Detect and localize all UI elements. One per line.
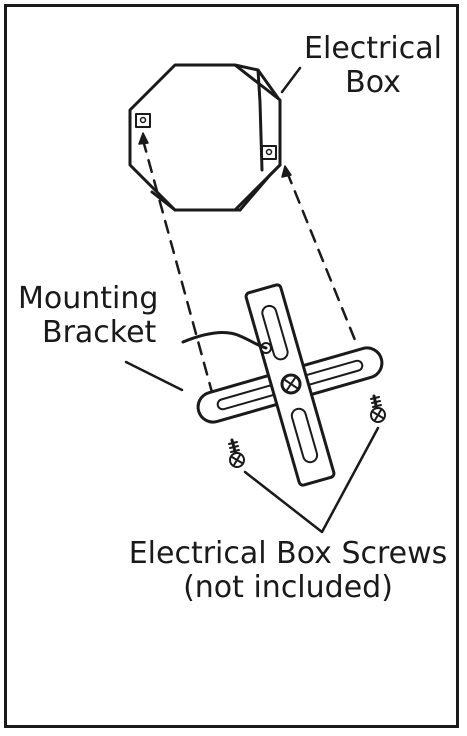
electrical-box <box>128 63 282 212</box>
ground-wire <box>181 330 268 350</box>
mounting-bracket-label: Mounting Bracket <box>18 282 183 350</box>
mounting-bracket-label-line1: Mounting <box>18 281 159 316</box>
screws-leader-line <box>243 426 380 534</box>
screws-label: Electrical Box Screws (not included) <box>118 537 458 605</box>
arrow-up-icon <box>281 165 292 178</box>
screws-label-line2: (not included) <box>183 570 393 605</box>
mounting-bracket-label-line2: Bracket <box>42 315 157 350</box>
screw-right-icon <box>370 394 386 423</box>
box-ear-left <box>135 113 151 128</box>
arrow-up-icon <box>138 132 149 145</box>
box-ear-right <box>261 145 277 160</box>
screw-left-icon <box>228 438 245 468</box>
box-leader-line <box>280 66 302 94</box>
guide-line-right <box>285 170 359 347</box>
bracket-leader-line <box>124 360 184 392</box>
guide-line-left <box>141 138 215 398</box>
electrical-box-label-line2: Box <box>345 65 401 100</box>
screws-label-line1: Electrical Box Screws <box>128 536 448 571</box>
electrical-box-label: Electrical Box <box>298 32 448 100</box>
electrical-box-label-line1: Electrical <box>304 31 442 66</box>
mounting-bracket <box>196 283 384 487</box>
